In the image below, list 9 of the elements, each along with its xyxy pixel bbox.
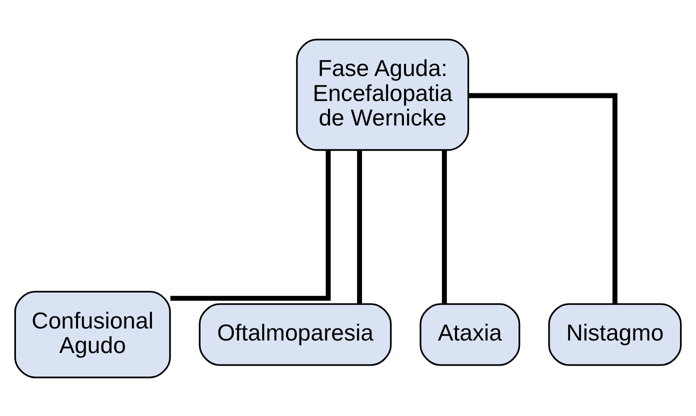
node-box: Fase Aguda: Encefalopatia de Wernicke xyxy=(296,38,470,150)
node-box: Oftalmoparesia xyxy=(198,302,392,366)
node-box: Nistagmo xyxy=(548,302,682,366)
connector xyxy=(468,92,618,304)
connector xyxy=(357,150,362,303)
node-box: Confusional Agudo xyxy=(14,290,171,378)
connector xyxy=(170,150,331,300)
connector xyxy=(442,150,447,303)
node-box: Ataxia xyxy=(420,302,520,366)
